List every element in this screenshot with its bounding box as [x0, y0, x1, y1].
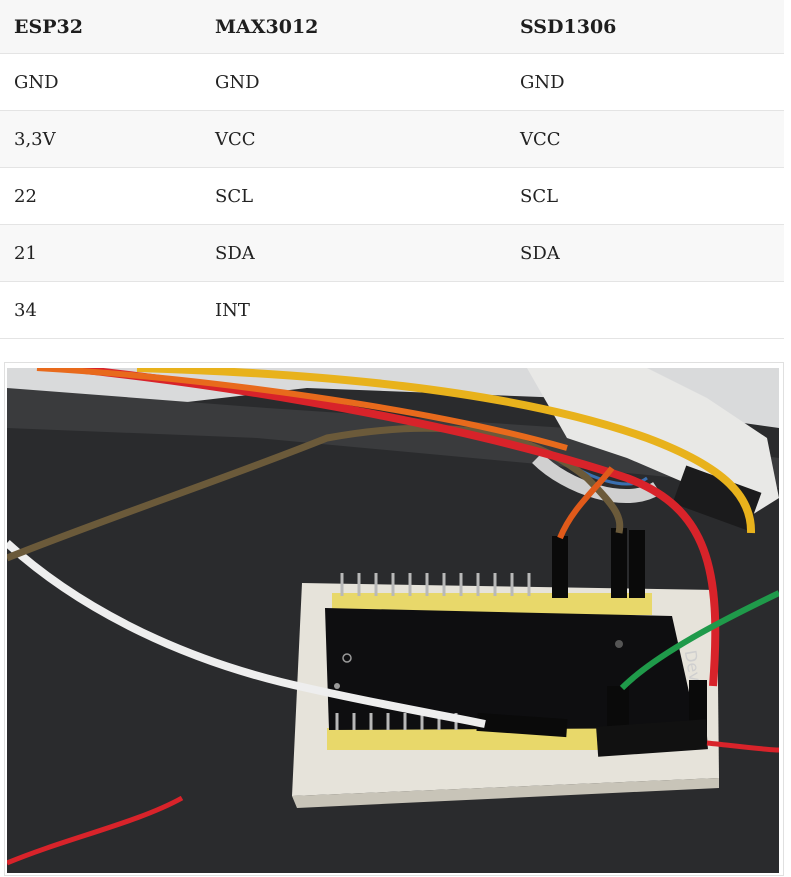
brown-wire: [7, 424, 624, 562]
orange-wire: [36, 368, 568, 451]
board-led: [334, 683, 340, 689]
table-row: 22 SCL SCL: [0, 167, 784, 225]
board-button: [615, 640, 623, 648]
red-wire-loose: [7, 795, 184, 866]
cell-ssd1306: GND: [506, 53, 784, 111]
jumper-connector: [552, 536, 568, 598]
board-hole: [342, 653, 352, 663]
cell-esp32: 34: [0, 281, 201, 339]
cell-max3012: VCC: [201, 110, 506, 168]
cell-max3012: SCL: [201, 167, 506, 225]
wiring-photo: Devkit: [4, 362, 784, 876]
red-wire: [66, 368, 720, 687]
yellow-wire: [136, 368, 756, 534]
white-wire: [7, 540, 486, 728]
cell-max3012: SDA: [201, 224, 506, 282]
jumper-connector: [476, 712, 568, 738]
green-wire: [619, 590, 779, 691]
red-wire-right: [706, 740, 779, 753]
top-pin-header: [332, 593, 652, 615]
cell-max3012: GND: [201, 53, 506, 111]
esp32-breadboard-photo: Devkit: [7, 368, 779, 873]
jumper-connector: [607, 686, 629, 732]
cell-esp32: 22: [0, 167, 201, 225]
black-connector: [672, 465, 762, 531]
cell-max3012: INT: [201, 281, 506, 339]
cell-esp32: 3,3V: [0, 110, 201, 168]
wiring-table: ESP32 MAX3012 SSD1306 GND GND GND 3,3V V…: [0, 0, 784, 339]
breadboard-edge: [292, 778, 719, 808]
bottom-pin-header: [327, 728, 617, 750]
cell-esp32: 21: [0, 224, 201, 282]
cell-esp32: GND: [0, 53, 201, 111]
cell-ssd1306: VCC: [506, 110, 784, 168]
table-header-row: ESP32 MAX3012 SSD1306: [0, 0, 784, 54]
cell-ssd1306: SCL: [506, 167, 784, 225]
header-max3012: MAX3012: [201, 0, 506, 54]
cell-ssd1306: SDA: [506, 224, 784, 282]
jumper-connector: [596, 719, 708, 757]
header-ssd1306: SSD1306: [506, 0, 784, 54]
table-row: 34 INT: [0, 281, 784, 339]
table-row: 21 SDA SDA: [0, 224, 784, 282]
header-esp32: ESP32: [0, 0, 201, 54]
table-row: GND GND GND: [0, 53, 784, 111]
jumper-connector: [611, 528, 627, 598]
top-pins: [340, 573, 531, 596]
jumper-connector: [629, 530, 645, 598]
esp32-board: [325, 608, 697, 730]
cell-ssd1306: [506, 281, 784, 339]
orange-wire-short: [557, 466, 615, 540]
table-row: 3,3V VCC VCC: [0, 110, 784, 168]
